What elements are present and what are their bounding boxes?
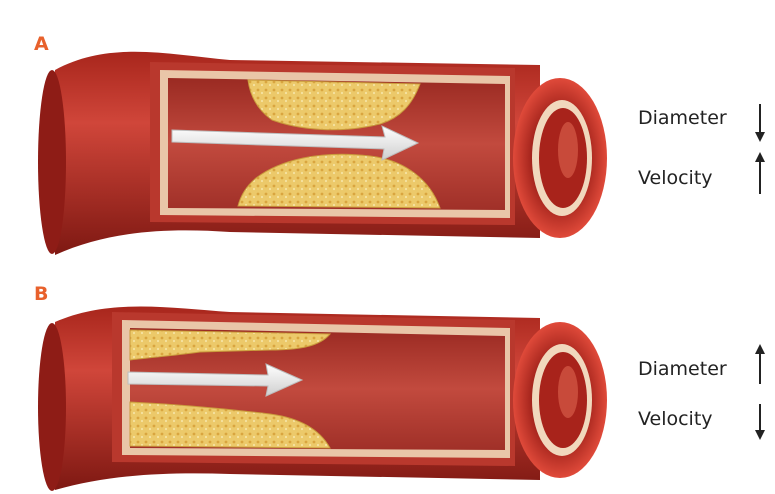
vessel-b-lumen-highlight: [558, 366, 578, 418]
vessel-a-left-end: [38, 70, 66, 254]
vessel-b-left-end: [38, 323, 66, 491]
up-arrow-icon: [755, 344, 765, 384]
vessel-b: [38, 307, 607, 492]
down-arrow-icon: [755, 404, 765, 440]
vessel-a: [38, 52, 607, 255]
vessel-a-lumen-highlight: [558, 122, 578, 178]
up-arrow-icon: [755, 152, 765, 194]
down-arrow-icon: [755, 104, 765, 142]
